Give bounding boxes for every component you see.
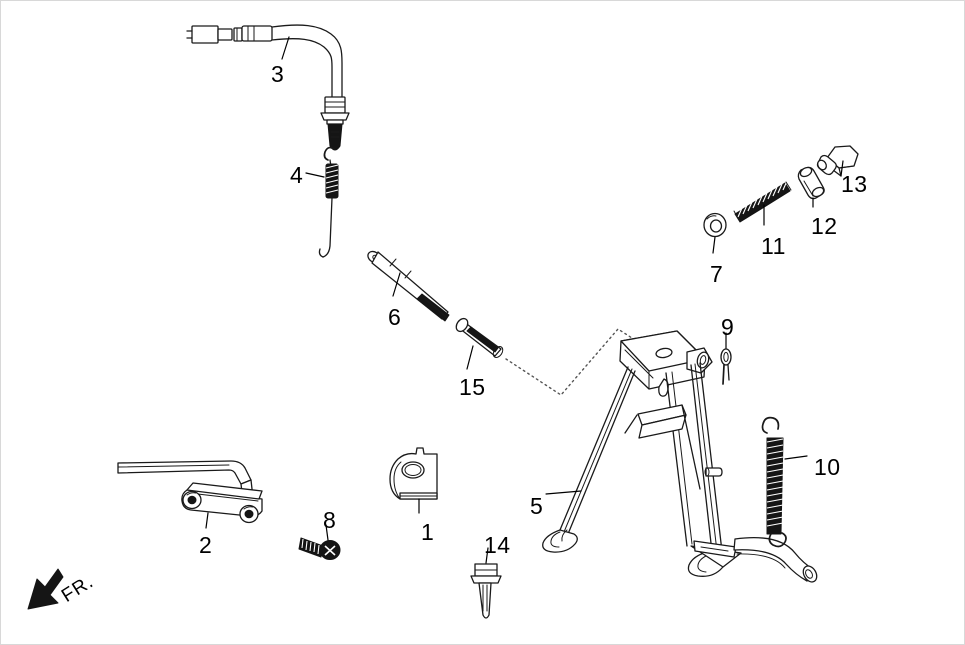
callout-11: 11	[761, 233, 786, 259]
callout-13: 13	[841, 171, 868, 197]
callout-9: 9	[721, 314, 735, 340]
part-6-main-stand-pivot-shaft	[367, 250, 450, 322]
part-1-stand-stopper-bracket	[389, 447, 438, 514]
callout-15: 15	[459, 374, 486, 400]
part-14-flange-bolt	[470, 547, 502, 619]
part-2-side-stand-lever	[117, 460, 263, 529]
callout-1: 1	[421, 519, 435, 545]
part-5-main-stand	[542, 330, 818, 583]
callout-10: 10	[814, 454, 841, 480]
callout-6: 6	[388, 304, 402, 330]
callout-5: 5	[530, 493, 544, 519]
part-4-side-stand-spring	[305, 146, 339, 258]
callout-2: 2	[199, 532, 213, 558]
part-3-stand-switch-cable	[186, 24, 350, 151]
part-10-main-stand-spring	[761, 416, 808, 548]
callout-12: 12	[811, 213, 838, 239]
part-13-flange-bolt-head	[816, 145, 859, 177]
callout-4: 4	[290, 162, 304, 188]
callout-7: 7	[710, 261, 724, 287]
part-9-cotter-pin	[720, 332, 732, 385]
part-11-coil-spring	[733, 180, 792, 226]
part-7-washer	[703, 212, 727, 254]
callout-14: 14	[484, 532, 511, 558]
part-15-pivot-bush	[455, 317, 504, 370]
part-12-collar-sleeve	[797, 166, 825, 208]
part-8-phillips-screw	[298, 524, 341, 560]
callout-3: 3	[271, 61, 285, 87]
front-direction-arrow	[27, 568, 64, 610]
callout-8: 8	[323, 507, 337, 533]
